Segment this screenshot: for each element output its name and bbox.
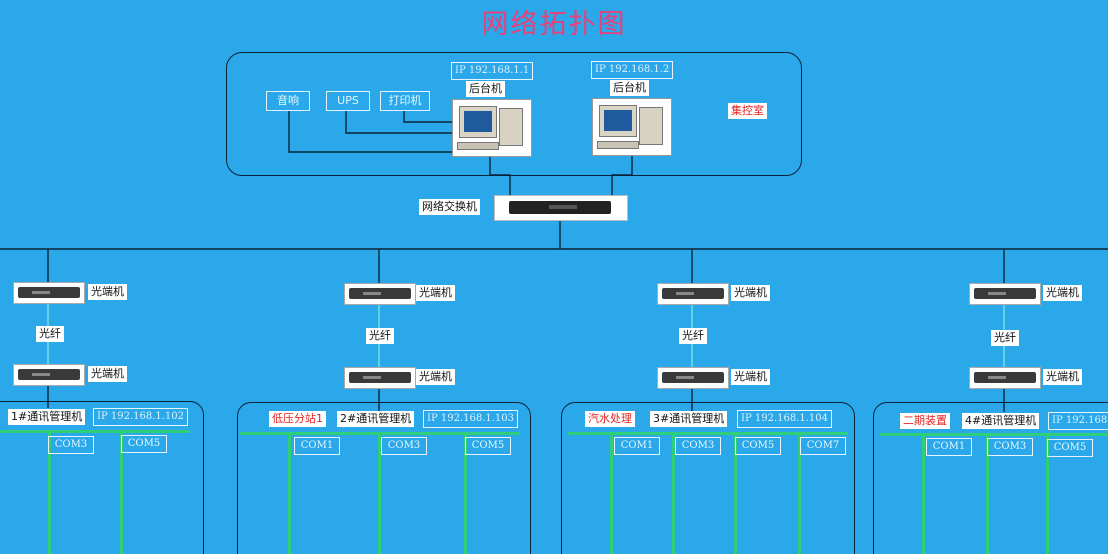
branch-3-manager-label: 3#通讯管理机	[650, 411, 728, 427]
fiber-transceiver-icon	[13, 364, 85, 386]
fiber-transceiver-icon	[657, 283, 729, 305]
branch-2-com3: COM3	[381, 437, 427, 455]
branch-3-fiber-bottom-label: 光端机	[731, 369, 770, 385]
branch-4-manager-label: 4#通讯管理机	[962, 413, 1040, 429]
branch-1-fiber-link-label: 光纤	[36, 326, 64, 342]
branch-2-com-line	[378, 435, 381, 554]
branch-2-com5: COM5	[465, 437, 511, 455]
branch-3-com-line	[672, 435, 675, 554]
branch-4-ip: IP 192.168	[1048, 412, 1108, 430]
branch-3-com-line	[610, 435, 613, 554]
branch-4-com-line	[1046, 436, 1049, 554]
branch-3-fiber-link-label: 光纤	[679, 328, 707, 344]
branch-3-com5: COM5	[735, 437, 781, 455]
fiber-transceiver-icon	[969, 367, 1041, 389]
fiber-transceiver-icon	[13, 282, 85, 304]
branch-3-com7: COM7	[800, 437, 846, 455]
fiber-transceiver-icon	[657, 367, 729, 389]
fiber-transceiver-icon	[344, 367, 416, 389]
branch-4-com-line	[922, 436, 925, 554]
branch-4-site-label: 二期装置	[900, 413, 950, 429]
branch-2-site-label: 低压分站1	[269, 411, 326, 427]
branch-2-bus	[240, 432, 520, 435]
branch-1-com-line	[48, 433, 51, 554]
branch-1-fiber-top-label: 光端机	[88, 284, 127, 300]
network-switch-icon	[494, 195, 628, 221]
branch-3-substation-box	[561, 402, 855, 554]
branch-2-substation-box	[237, 402, 531, 554]
switch-label: 网络交换机	[419, 199, 480, 215]
branch-4-com5: COM5	[1047, 439, 1093, 457]
branch-2-com-line	[464, 435, 467, 554]
branch-1-com5: COM5	[121, 435, 167, 453]
fiber-transceiver-icon	[344, 283, 416, 305]
branch-2-com1: COM1	[294, 437, 340, 455]
branch-2-fiber-link-label: 光纤	[366, 328, 394, 344]
branch-3-fiber-top-label: 光端机	[731, 285, 770, 301]
workstation-2-ip: IP 192.168.1.2	[591, 61, 674, 79]
branch-4-com-line	[986, 436, 989, 554]
branch-2-fiber-top-label: 光端机	[416, 285, 455, 301]
control-room-box	[226, 52, 802, 176]
branch-1-bus	[0, 430, 190, 433]
control-room-label: 集控室	[728, 103, 767, 119]
branch-1-ip: IP 192.168.1.102	[93, 408, 189, 426]
branch-1-substation-box	[0, 401, 204, 554]
speaker-device: 音响	[266, 91, 310, 111]
workstation-2-label: 后台机	[610, 80, 649, 96]
branch-4-fiber-bottom-label: 光端机	[1043, 369, 1082, 385]
branch-4-substation-box	[873, 402, 1108, 554]
branch-1-com-line	[120, 433, 123, 554]
branch-2-manager-label: 2#通讯管理机	[337, 411, 415, 427]
workstation-2-computer-icon	[592, 98, 672, 156]
branch-2-ip: IP 192.168.1.103	[423, 410, 519, 428]
branch-3-site-label: 汽水处理	[585, 411, 635, 427]
branch-1-manager-label: 1#通讯管理机	[8, 409, 86, 425]
branch-4-bus	[880, 433, 1108, 436]
branch-3-bus	[568, 432, 848, 435]
branch-2-com-line	[288, 435, 291, 554]
branch-1-com3: COM3	[48, 436, 94, 454]
workstation-1-computer-icon	[452, 99, 532, 157]
diagram-title: 网络拓扑图	[481, 9, 627, 40]
workstation-1-label: 后台机	[466, 81, 505, 97]
branch-4-com3: COM3	[987, 438, 1033, 456]
branch-3-com-line	[734, 435, 737, 554]
workstation-1-ip: IP 192.168.1.1	[451, 62, 534, 80]
fiber-transceiver-icon	[969, 283, 1041, 305]
branch-4-fiber-top-label: 光端机	[1043, 285, 1082, 301]
ups-device: UPS	[326, 91, 370, 111]
branch-3-ip: IP 192.168.1.104	[737, 410, 833, 428]
branch-3-com-line	[798, 435, 801, 554]
branch-1-fiber-bottom-label: 光端机	[88, 366, 127, 382]
branch-3-com1: COM1	[614, 437, 660, 455]
branch-4-com1: COM1	[926, 438, 972, 456]
branch-2-fiber-bottom-label: 光端机	[416, 369, 455, 385]
printer-device: 打印机	[380, 91, 430, 111]
branch-4-fiber-link-label: 光纤	[991, 330, 1019, 346]
branch-3-com3: COM3	[675, 437, 721, 455]
